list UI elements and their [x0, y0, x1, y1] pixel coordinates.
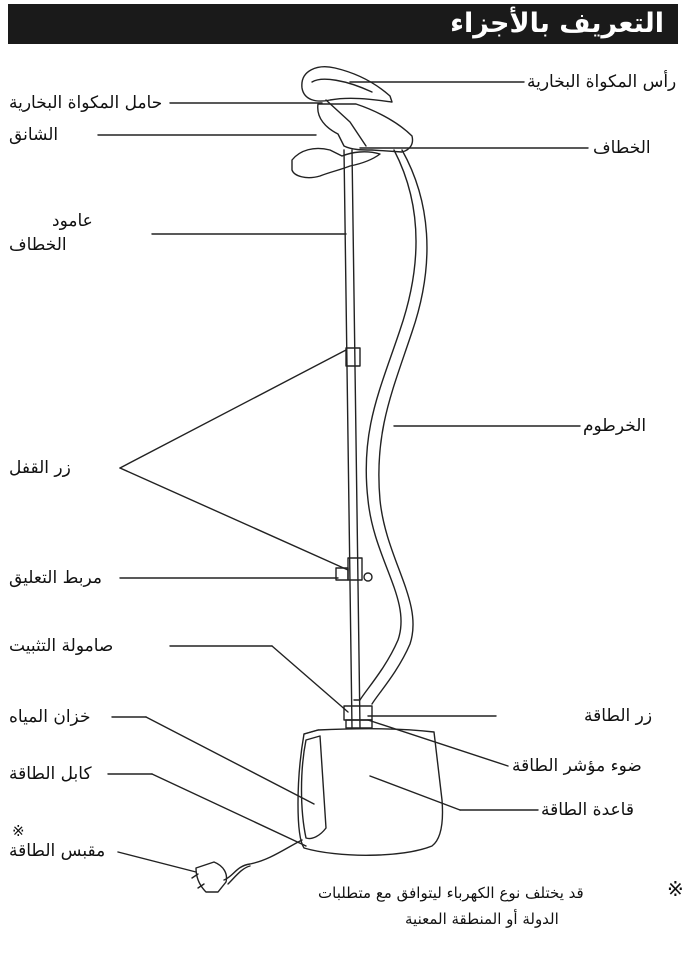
- pole-left: [343, 149, 353, 729]
- base-body: [297, 728, 444, 856]
- pole-right: [351, 149, 361, 729]
- section-header: التعريف بالأجزاء: [8, 4, 678, 44]
- label-steamer-head: رأس المكواة البخارية: [527, 72, 677, 92]
- label-pole-line1: عامود: [52, 211, 93, 231]
- lock-collar-top: [345, 347, 361, 367]
- footnote-line2: الدولة أو المنطقة المعنية: [405, 910, 559, 928]
- steamer-head-shape: [301, 66, 393, 103]
- label-hanging-clip: مربط التعليق: [9, 568, 102, 588]
- label-lock-button: زر القفل: [9, 458, 71, 478]
- label-power-button: زر الطاقة: [584, 706, 653, 726]
- label-power-cable: كابل الطاقة: [9, 764, 92, 784]
- hose-inner: [371, 149, 428, 705]
- water-tank-shape: [300, 735, 327, 840]
- label-pole-line2: الخطاف: [9, 235, 67, 255]
- label-hose: الخرطوم: [583, 416, 647, 436]
- label-hook: الخطاف: [593, 138, 651, 158]
- footnote-line1: قد يختلف نوع الكهرباء ليتوافق مع متطلبات: [318, 884, 584, 902]
- label-power-indicator: ضوء مؤشر الطاقة: [512, 756, 642, 776]
- footnote-mark: ※: [667, 877, 684, 901]
- label-hanger: الشانق: [9, 125, 59, 145]
- label-fixing-nut: صامولة التثبيت: [9, 636, 114, 656]
- power-cable-shape: [223, 839, 303, 881]
- hose-outer: [353, 149, 417, 701]
- fixing-nut-shape: [343, 705, 373, 721]
- hanger-shape: [291, 147, 381, 179]
- label-water-tank: خزان المياه: [9, 707, 91, 727]
- label-power-base: قاعدة الطاقة: [541, 800, 634, 820]
- reference-mark: ※: [12, 822, 25, 840]
- label-steamer-holder: حامل المكواة البخارية: [9, 93, 163, 113]
- section-title: التعريف بالأجزاء: [450, 8, 664, 39]
- label-power-plug: مقبس الطاقة: [9, 841, 106, 861]
- power-plug-shape: [195, 861, 228, 893]
- holder-shape: [317, 103, 414, 153]
